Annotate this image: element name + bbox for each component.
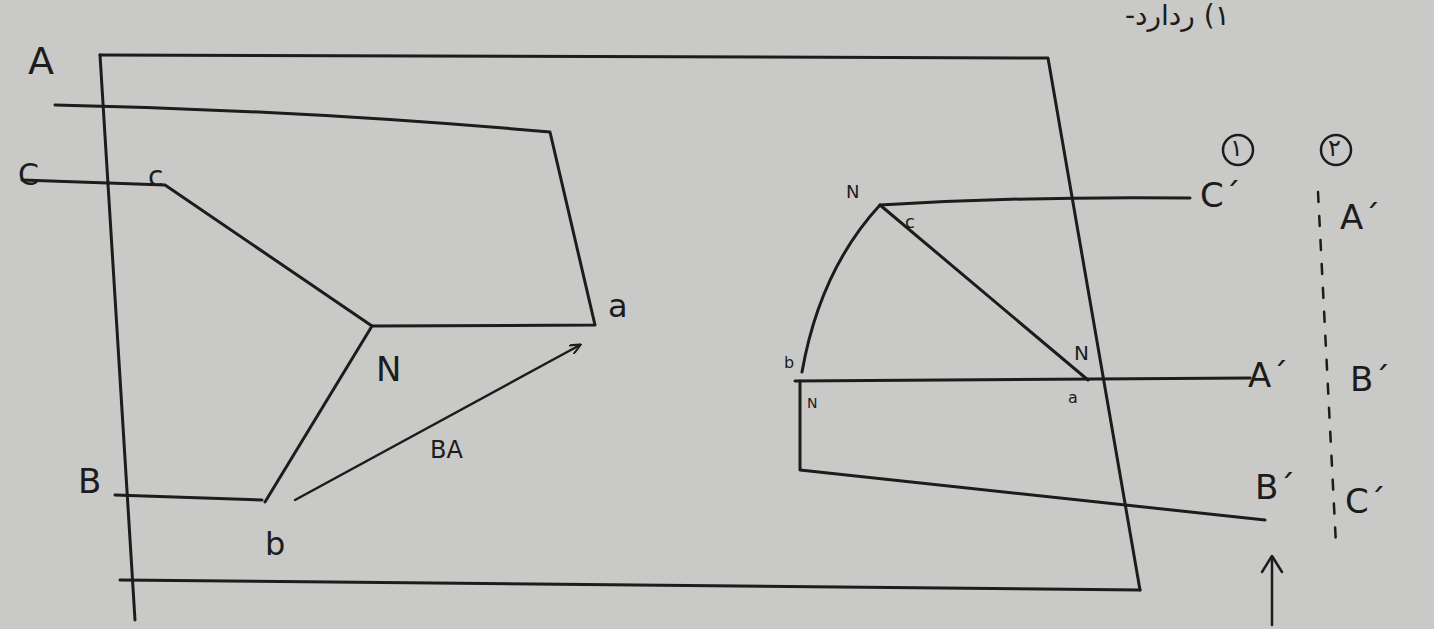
label: B´: [1255, 470, 1295, 504]
label: C: [18, 160, 39, 190]
label: A: [28, 42, 54, 80]
label: ۱: [1230, 136, 1243, 160]
label: a: [1068, 390, 1078, 406]
label: N: [807, 396, 817, 410]
label: ۲: [1328, 136, 1341, 160]
label: BA: [430, 438, 463, 462]
label: N: [1074, 343, 1089, 363]
label: c: [905, 213, 915, 231]
label: N: [376, 352, 401, 386]
label: N: [846, 183, 859, 201]
label: C´: [1345, 484, 1386, 518]
label: B´: [1350, 362, 1390, 396]
label: A´: [1248, 358, 1288, 392]
label: A´: [1340, 200, 1380, 234]
label: ۱) ردارد-: [1125, 2, 1230, 30]
label: C´: [1200, 178, 1241, 212]
label: c: [148, 163, 163, 191]
label: B: [78, 464, 101, 498]
label: b: [265, 528, 285, 560]
label: a: [608, 290, 628, 322]
label: b: [784, 355, 794, 371]
